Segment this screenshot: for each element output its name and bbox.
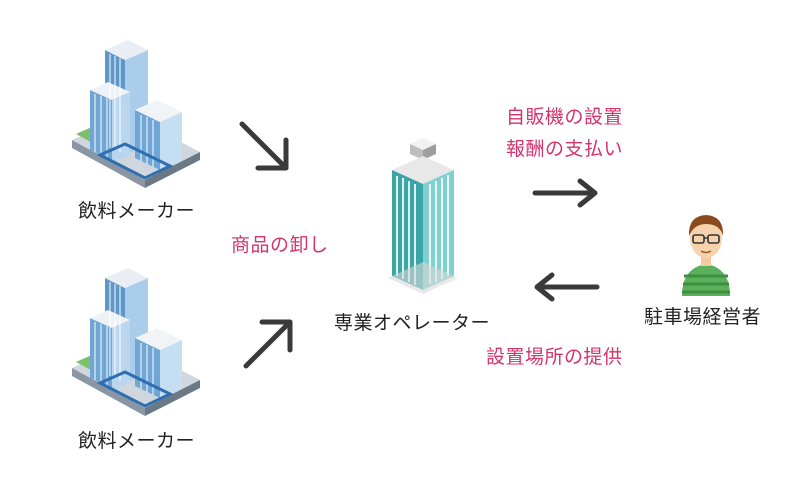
operator-tower-icon — [378, 130, 468, 302]
person-icon — [676, 206, 736, 296]
arrow-right-icon — [532, 178, 602, 208]
operator-label: 専業オペレーター — [334, 312, 491, 334]
maker-bottom-label: 飲料メーカー — [78, 430, 196, 452]
arrow-up-right-icon — [240, 312, 300, 372]
parking-owner-label: 駐車場経営者 — [644, 306, 762, 328]
maker-bottom-building-icon — [60, 248, 210, 418]
install-label-line1: 自販機の設置 — [506, 106, 624, 128]
install-label-line2: 報酬の支払い — [506, 138, 624, 160]
arrow-left-icon — [530, 272, 600, 302]
arrow-down-right-icon — [236, 118, 296, 178]
maker-top-building-icon — [60, 20, 210, 190]
wholesale-label: 商品の卸し — [231, 234, 329, 256]
maker-top-label: 飲料メーカー — [78, 200, 196, 222]
location-label: 設置場所の提供 — [486, 346, 623, 368]
